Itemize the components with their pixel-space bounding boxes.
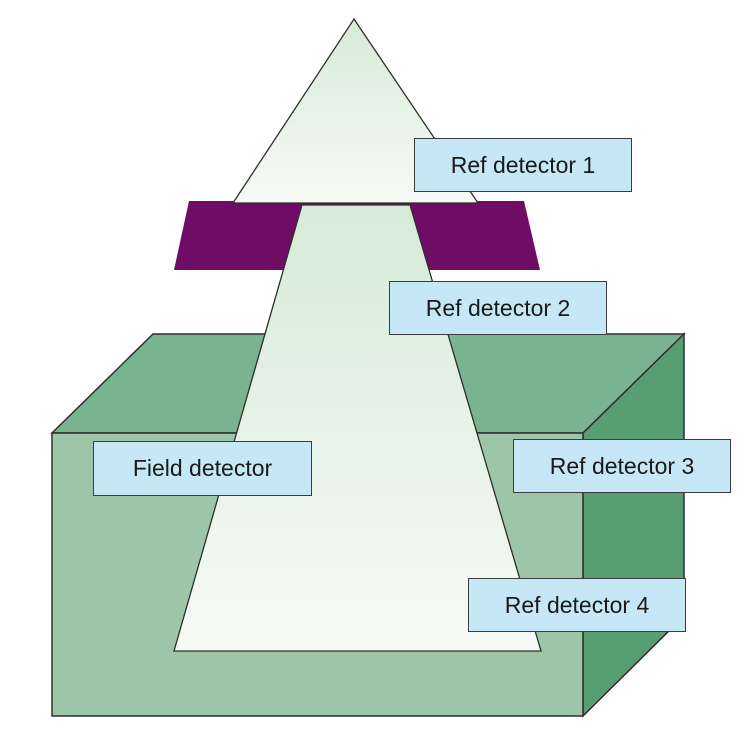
- ref-detector-3-label: Ref detector 3: [513, 439, 731, 493]
- ref-detector-1-label: Ref detector 1: [414, 138, 632, 192]
- ref-detector-4-label: Ref detector 4: [468, 578, 686, 632]
- field-detector-label: Field detector: [93, 441, 312, 496]
- ref-detector-2-label: Ref detector 2: [389, 281, 607, 335]
- beam-field: [173, 204, 542, 652]
